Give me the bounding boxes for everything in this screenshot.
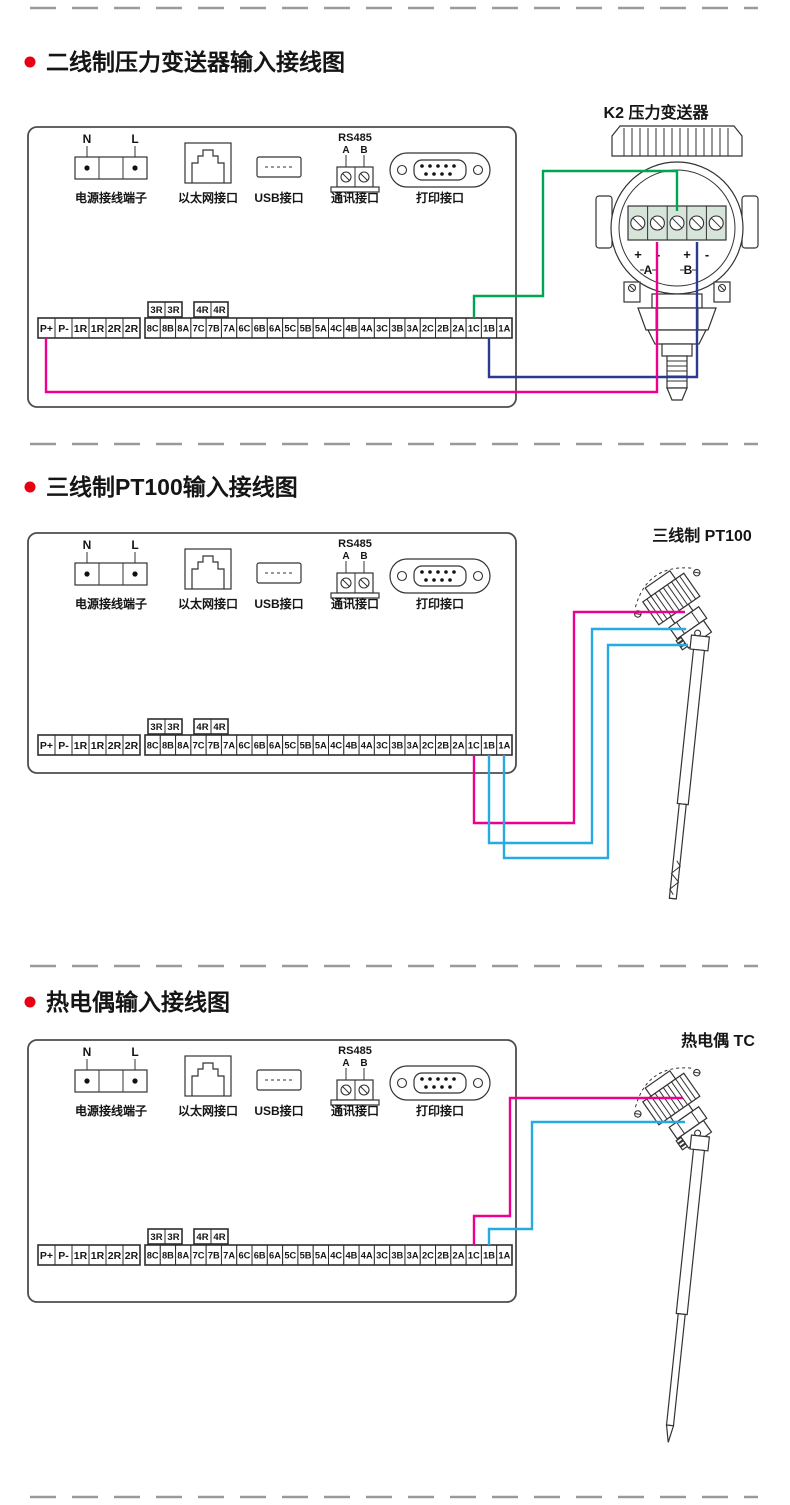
transmitter-right-ear [741, 195, 759, 249]
terminal-sign: + [683, 247, 691, 262]
transmitter-left-ear [595, 195, 613, 249]
section-title: 热电偶输入接线图 [46, 989, 230, 1015]
thermocouple-probe-drawing [622, 1053, 733, 1443]
terminal-sign: - [705, 247, 709, 262]
pressure-transmitter-drawing: + - + - A B [595, 125, 759, 401]
transmitter-process-connection [637, 293, 717, 401]
thermocouple-shaft [665, 1134, 711, 1443]
transmitter-terminal-block: + - + - A B [627, 205, 727, 277]
wire-pt100-cyan-2 [502, 643, 688, 860]
wire-tc-cyan [487, 1120, 685, 1245]
bullet-icon [24, 56, 36, 68]
wire-pt100-magenta [472, 610, 685, 825]
terminal-a-label: A [644, 263, 653, 277]
section-pressure-transmitter: 二线制压力变送器输入接线图 K2 压力变送器 + - + [24, 49, 759, 408]
wire-tc-magenta [472, 1096, 683, 1245]
terminal-sign: + [634, 247, 642, 262]
device-label: 三线制 PT100 [652, 526, 752, 545]
transmitter-mounting-bolts [623, 281, 731, 303]
section-pt100: 三线制PT100输入接线图 三线制 PT100 [24, 474, 752, 900]
section-title: 三线制PT100输入接线图 [46, 474, 298, 500]
rtd-element-icon [669, 860, 681, 895]
wire-signal-blue [487, 242, 699, 379]
pt100-shaft [668, 634, 711, 900]
bullet-icon [24, 481, 36, 493]
device-label: K2 压力变送器 [604, 103, 710, 122]
section-title: 二线制压力变送器输入接线图 [46, 49, 345, 75]
transmitter-cap [611, 125, 743, 157]
bullet-icon [24, 996, 36, 1008]
section-thermocouple: 热电偶输入接线图 热电偶 TC [24, 989, 755, 1443]
wire-power-magenta [44, 242, 659, 394]
pt100-probe-drawing [622, 553, 733, 900]
thermocouple-tip [665, 1424, 675, 1443]
wire-signal-green [472, 169, 679, 318]
thermocouple-head [622, 1053, 733, 1164]
terminal-b-label: B [684, 263, 693, 277]
wire-pt100-cyan-1 [487, 627, 686, 845]
device-label: 热电偶 TC [681, 1031, 755, 1050]
recorder-rear-panel [27, 532, 517, 774]
